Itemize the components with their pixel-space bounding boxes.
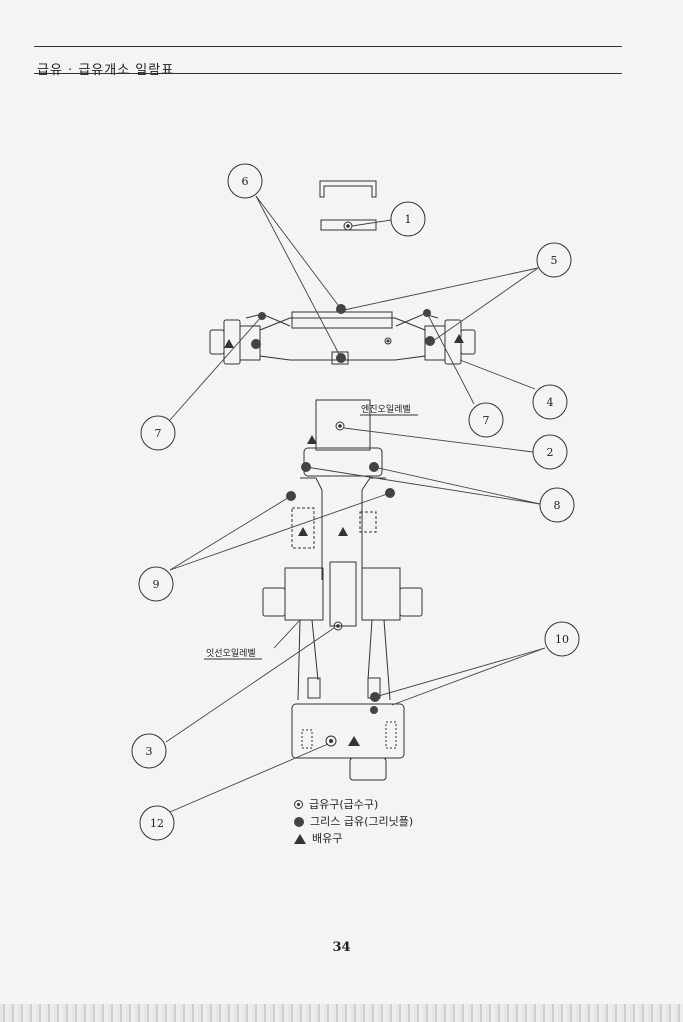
legend-item-grease: 그리스 급유(그리닛플) (294, 813, 413, 830)
callout-6-label: 6 (242, 175, 249, 188)
callout-12-circle (139, 805, 175, 841)
callout-5-label: 5 (551, 254, 558, 267)
legend-drain-text: 배유구 (312, 832, 343, 845)
legend-item-filler: 급유구(급수구) (294, 796, 413, 813)
callout-2-label: 2 (547, 446, 554, 459)
callout-3-label: 3 (146, 745, 153, 758)
legend-grease-text: 그리스 급유(그리닛플) (310, 815, 414, 828)
chassis-body (262, 399, 423, 781)
page-number: 34 (332, 940, 351, 955)
callout-8-circle (539, 487, 575, 523)
drain-points (224, 334, 464, 746)
leader-lines (165, 195, 546, 813)
filler-points (325, 221, 392, 747)
triangle-icon (294, 833, 306, 844)
callout-7-left-label: 7 (155, 427, 162, 440)
callout-10-label: 10 (555, 633, 569, 646)
legend-filler-text: 급유구(급수구) (309, 798, 379, 811)
callout-7-right-circle (468, 402, 504, 438)
callout-7-right-label: 7 (483, 414, 490, 427)
callout-8-label: 8 (554, 499, 561, 512)
axle-oil-level-label: 잇선오일레벨 (206, 647, 256, 659)
ring-dot-icon (294, 800, 303, 809)
legend: 급유구(급수구) 그리스 급유(그리닛플) 배유구 (294, 796, 413, 847)
header-rule-top (34, 46, 622, 47)
callout-4-circle (532, 384, 568, 420)
callout-9-circle (138, 566, 174, 602)
callout-10-circle (544, 621, 580, 657)
callout-1-circle (390, 201, 426, 237)
callout-9-label: 9 (153, 578, 160, 591)
scan-artifact-bar (0, 1004, 683, 1022)
callout-12-label: 12 (150, 817, 164, 830)
callout-1-label: 1 (405, 213, 412, 226)
callout-4-label: 4 (547, 396, 554, 409)
callout-circles (131, 163, 580, 841)
legend-item-drain: 배유구 (294, 830, 413, 847)
bracket-part (319, 180, 377, 198)
callout-7-left-circle (140, 415, 176, 451)
lubrication-diagram: 6 1 5 7 4 7 2 8 9 10 3 12 엔진오일레벨 잇선오일레벨 (131, 163, 580, 841)
page-title: 급유 · 급유개소 일람표 (37, 63, 175, 78)
callout-5-circle (536, 242, 572, 278)
callout-2-circle (532, 434, 568, 470)
header-rule-bottom (34, 73, 622, 74)
filled-circle-icon (294, 816, 304, 827)
callout-3-circle (131, 733, 167, 769)
callout-6-circle (227, 163, 263, 199)
engine-oil-level-label: 엔진오일레벨 (361, 404, 411, 415)
